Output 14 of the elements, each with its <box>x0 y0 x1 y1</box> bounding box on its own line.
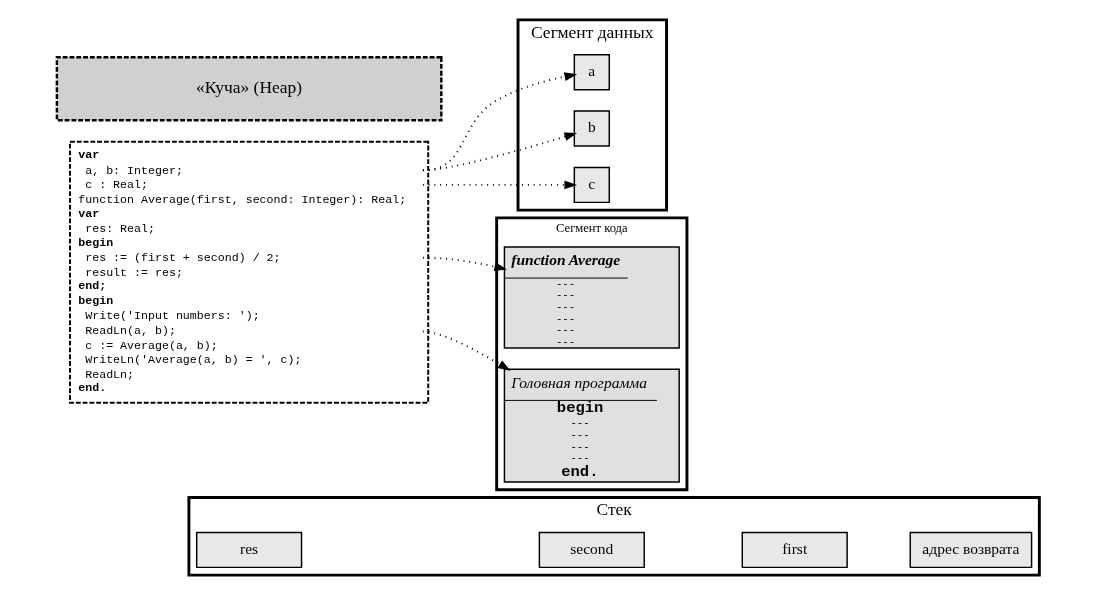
arrow <box>421 256 507 271</box>
node-box: b <box>573 110 610 147</box>
arrow <box>421 180 577 190</box>
node-box: c <box>573 166 610 204</box>
node-box: first <box>741 531 848 569</box>
arrow <box>421 132 577 172</box>
node-box: second <box>538 531 645 569</box>
arrow <box>421 330 511 371</box>
node-box: «Куча» (Heap) <box>55 56 443 122</box>
node-box: адрес возврата <box>909 531 1032 569</box>
node-box: a <box>573 54 610 91</box>
arrow <box>421 72 577 172</box>
node-box: res <box>195 531 302 569</box>
node-box: var a, b: Integer; c : Real; function Average(first, second: Integer): Real; var res: Real; begin res := (first + second) / 2; result := res; end; begin Write('Input numbers: '); ReadLn(a, b); c := Average(a, b); WriteLn('Average(a, b) = ', c); ReadLn; end. <box>68 140 429 404</box>
